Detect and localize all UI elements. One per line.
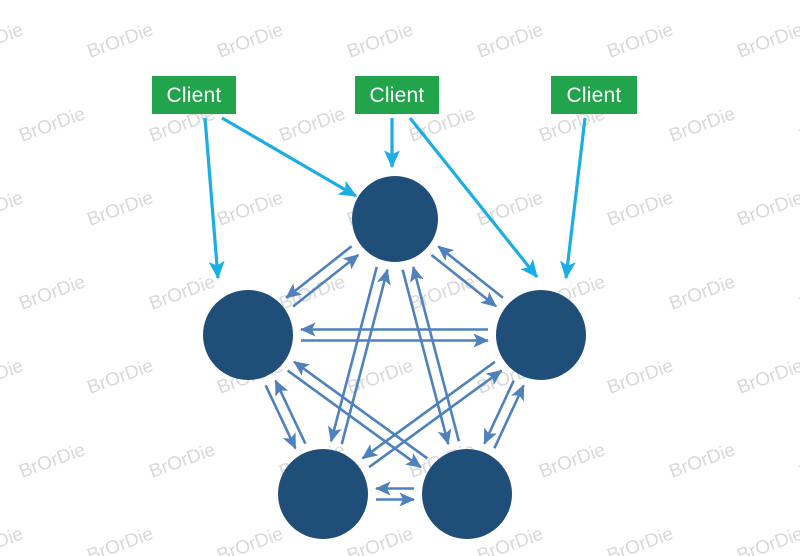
mesh-arrow-node-right-to-node-top [437,245,504,299]
mesh-arrow-node-right-to-node-bottom-right [483,380,515,445]
mesh-arrow-node-top-to-node-right [430,254,497,308]
node-left[interactable] [203,290,293,380]
client-label: Client [369,83,425,107]
mesh-arrow-node-left-to-node-top [292,253,360,308]
client-arrow-2 [221,116,358,198]
mesh-arrow-node-bottom-left-to-node-left [274,379,307,445]
mesh-arrow-node-bottom-right-to-node-right [493,384,525,449]
mesh-arrow-node-top-to-node-left [285,245,353,299]
node-top[interactable] [352,176,438,262]
nodes-layer [203,176,586,539]
client-3[interactable]: Client [551,76,637,114]
mesh-arrow-node-bottom-right-to-node-top [410,265,461,442]
client-1[interactable]: Client [152,76,236,114]
mesh-arrow-node-bottom-left-to-node-top [340,268,391,445]
client-arrow-4 [408,117,539,279]
client-arrow-1 [203,117,225,280]
mesh-arrow-node-right-to-node-bottom-left [361,360,496,460]
node-bottom-left[interactable] [278,449,368,539]
client-links-layer [203,116,587,280]
mesh-arrow-node-left-to-node-bottom-left [264,384,297,450]
node-right[interactable] [496,290,586,380]
mesh-links-layer [264,245,525,507]
mesh-arrow-node-bottom-left-to-node-right [368,369,503,469]
client-label: Client [166,83,222,107]
mesh-arrow-node-left-to-node-bottom-right [286,369,422,469]
mesh-arrow-node-top-to-node-bottom-left [327,266,379,443]
client-arrow-5 [560,117,587,280]
node-bottom-right[interactable] [422,449,512,539]
client-2[interactable]: Client [355,76,439,114]
mesh-arrow-node-top-to-node-bottom-right [401,269,452,446]
client-label: Client [566,83,622,107]
